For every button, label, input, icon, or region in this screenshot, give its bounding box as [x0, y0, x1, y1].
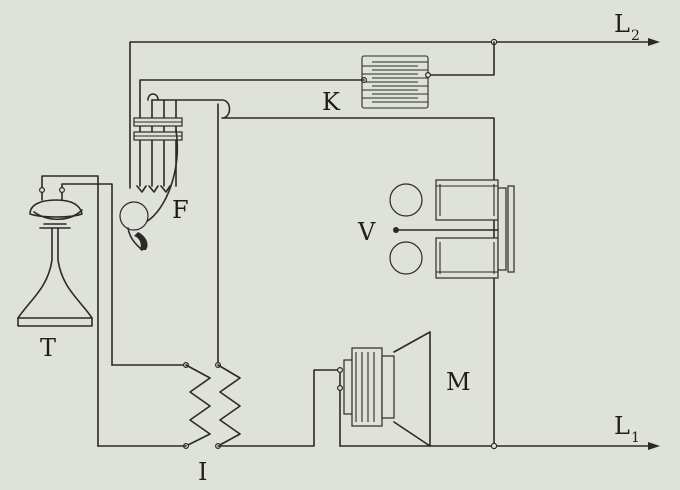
- hook-switch-f: [119, 93, 183, 251]
- desk-telephone-t: [17, 175, 113, 447]
- condenser-l2-wire: [429, 41, 495, 76]
- label-i: I: [198, 458, 207, 486]
- transmitter-m: [337, 331, 431, 447]
- label-f: F: [172, 196, 189, 224]
- induction-coil-i: [111, 362, 241, 450]
- label-l2-subscript: 2: [631, 28, 640, 44]
- label-t: T: [40, 334, 56, 362]
- label-l1: L: [614, 412, 630, 440]
- condenser-k: [361, 55, 432, 109]
- label-m: M: [446, 368, 471, 396]
- label-k: K: [322, 88, 341, 116]
- ringer-branch-wire: [151, 99, 495, 447]
- line-l2: [129, 38, 660, 189]
- label-l2: L: [614, 10, 630, 38]
- label-l1-subscript: 1: [631, 430, 640, 446]
- line-l1: [97, 442, 660, 450]
- label-v: V: [357, 218, 376, 246]
- ringer-v: [389, 179, 515, 279]
- condenser-left-wire: [139, 79, 365, 101]
- transmitter-secondary-wire: [217, 369, 341, 447]
